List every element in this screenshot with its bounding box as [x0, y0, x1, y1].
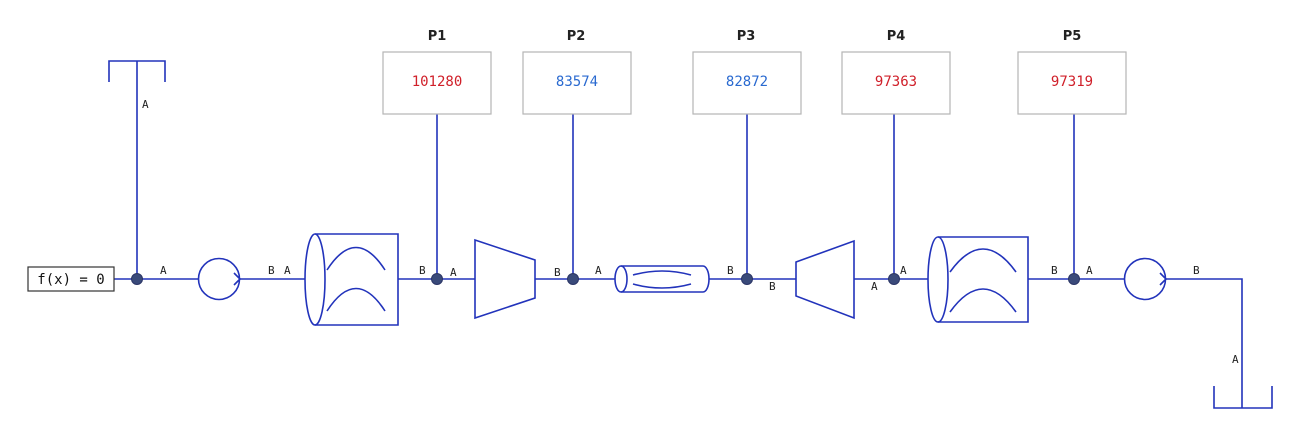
- probe-p3[interactable]: P3 82872: [692, 29, 802, 115]
- port-label: B: [727, 264, 734, 277]
- probe-p5[interactable]: P5 97319: [1017, 29, 1127, 115]
- port-label: A: [871, 280, 878, 293]
- pump-icon[interactable]: [197, 257, 242, 301]
- probe-display[interactable]: [841, 51, 951, 115]
- probe-value: 83574: [556, 74, 598, 90]
- port-labels: A A B A B A B A B B A A B A B A: [142, 98, 1239, 366]
- pipe-icon[interactable]: [614, 265, 710, 293]
- port-label: A: [1232, 353, 1239, 366]
- probe-value: 97363: [875, 74, 917, 90]
- junction-node[interactable]: [888, 273, 900, 285]
- port-label: B: [554, 266, 561, 279]
- probe-value: 82872: [726, 74, 768, 90]
- port-label: A: [450, 266, 457, 279]
- port-label: B: [1193, 264, 1200, 277]
- compressor-icon[interactable]: [474, 238, 536, 320]
- port-label: A: [142, 98, 149, 111]
- junction-node[interactable]: [567, 273, 579, 285]
- port-label: B: [1051, 264, 1058, 277]
- turbine-icon[interactable]: [795, 239, 855, 320]
- port-label: B: [769, 280, 776, 293]
- probe-display[interactable]: [522, 51, 632, 115]
- port-label: A: [284, 264, 291, 277]
- probe-display[interactable]: [692, 51, 802, 115]
- port-label: A: [595, 264, 602, 277]
- port-label: A: [900, 264, 907, 277]
- probe-title: P3: [737, 29, 756, 44]
- probe-title: P1: [428, 29, 447, 44]
- junction-node[interactable]: [1068, 273, 1080, 285]
- port-label: B: [419, 264, 426, 277]
- junction-node[interactable]: [741, 273, 753, 285]
- junction-node[interactable]: [431, 273, 443, 285]
- pump-icon[interactable]: [1123, 257, 1168, 301]
- probe-display[interactable]: [382, 51, 492, 115]
- heat-exchanger-icon[interactable]: [927, 236, 1029, 323]
- probe-title: P2: [567, 29, 586, 44]
- probe-value: 97319: [1051, 74, 1093, 90]
- port-label: A: [160, 264, 167, 277]
- reservoir-icon[interactable]: [1213, 386, 1273, 409]
- probe-p1[interactable]: P1 101280: [382, 29, 492, 115]
- junction-node[interactable]: [131, 273, 143, 285]
- wire-reservoir-out[interactable]: [1166, 278, 1243, 408]
- probe-p4[interactable]: P4 97363: [841, 29, 951, 115]
- probe-value: 101280: [412, 74, 463, 90]
- function-label: f(x) = 0: [37, 272, 104, 288]
- probe-title: P5: [1063, 29, 1082, 44]
- probe-p2[interactable]: P2 83574: [522, 29, 632, 115]
- heat-exchanger-icon[interactable]: [304, 233, 399, 326]
- reservoir-icon[interactable]: [108, 60, 166, 82]
- probe-title: P4: [887, 29, 906, 44]
- function-block[interactable]: f(x) = 0: [27, 266, 115, 292]
- nodes: [131, 273, 1080, 285]
- port-label: A: [1086, 264, 1093, 277]
- port-label: B: [268, 264, 275, 277]
- probe-display[interactable]: [1017, 51, 1127, 115]
